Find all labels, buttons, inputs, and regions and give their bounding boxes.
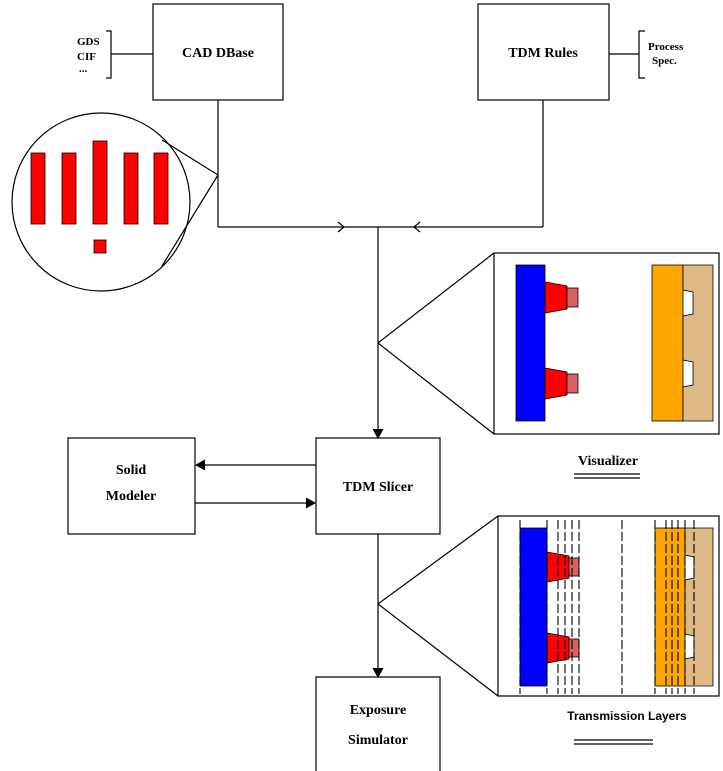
feature-tip <box>568 557 580 577</box>
arrow-down-icon <box>372 667 384 679</box>
cad-dbase-label: CAD DBase <box>182 46 254 61</box>
feature-trapezoid <box>544 281 568 314</box>
orange-layer <box>654 527 686 687</box>
layout-bar <box>153 152 169 225</box>
feature-tip <box>566 373 579 394</box>
arrow-down-icon <box>372 428 384 440</box>
process-label-1: Process <box>648 41 684 53</box>
exposure-label-1: Exposure <box>350 703 407 718</box>
arrow-right-icon <box>305 497 317 509</box>
solid-modeler-label-2: Modeler <box>106 489 157 504</box>
visualizer-label: Visualizer <box>578 454 638 469</box>
layout-bar <box>123 152 139 225</box>
tan-layer <box>682 264 714 422</box>
format-cif: CIF <box>77 51 96 63</box>
transmission-panel: Transmission Layers <box>377 515 720 745</box>
solid-modeler-block[interactable]: Solid Modeler <box>67 437 196 535</box>
layout-bar <box>61 152 77 225</box>
tan-layer <box>684 527 714 687</box>
format-gds: GDS <box>77 36 100 48</box>
substrate-block <box>519 527 548 687</box>
visualizer-panel: Visualizer <box>377 252 720 479</box>
exposure-label-2: Simulator <box>348 733 408 748</box>
tdm-slicer-label: TDM Slicer <box>343 480 413 495</box>
feature-tip <box>566 287 579 308</box>
format-ellipsis: ... <box>79 63 88 75</box>
orange-layer <box>651 264 684 422</box>
slicer-exposure-connector <box>372 534 384 679</box>
substrate-block <box>515 264 546 422</box>
arrow-left-icon <box>194 459 206 471</box>
transmission-label: Transmission Layers <box>567 709 687 723</box>
feature-trapezoid <box>544 367 568 400</box>
layout-square <box>93 239 107 254</box>
tdm-rules-label: TDM Rules <box>508 46 578 61</box>
layout-magnifier <box>11 112 219 292</box>
slicer-modeler-arrows <box>194 459 317 509</box>
tdm-slicer-block[interactable]: TDM Slicer <box>315 437 441 535</box>
tdm-rules-block[interactable]: TDM Rules <box>477 3 610 101</box>
merge-connectors <box>217 100 544 440</box>
feature-tip <box>568 638 580 658</box>
arrow-right-icon <box>337 221 345 233</box>
layout-bar <box>92 140 108 225</box>
exposure-simulator-block[interactable]: Exposure Simulator <box>315 676 441 771</box>
arrow-left-icon <box>413 221 421 233</box>
process-spec-bracket: Process Spec. <box>609 30 684 79</box>
format-input-bracket: GDS CIF ... <box>77 30 153 79</box>
cad-dbase-block[interactable]: CAD DBase <box>152 3 284 101</box>
layout-bar <box>30 152 46 225</box>
solid-modeler-label-1: Solid <box>116 463 147 478</box>
process-label-2: Spec. <box>652 55 677 67</box>
